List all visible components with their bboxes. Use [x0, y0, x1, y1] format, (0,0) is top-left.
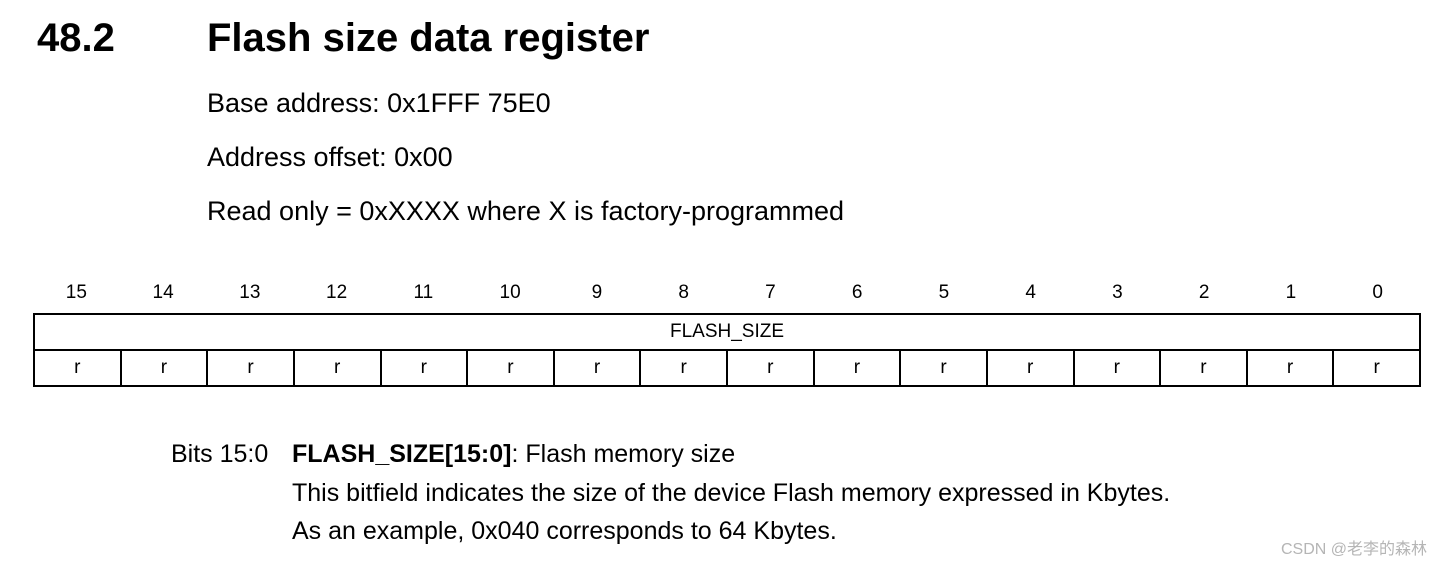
access-cell: r — [292, 349, 382, 387]
field-description-heading: FLASH_SIZE[15:0]: Flash memory size — [292, 438, 735, 470]
bit-number: 0 — [1372, 282, 1383, 303]
access-cell: r — [1159, 349, 1248, 387]
bit-number: 10 — [499, 282, 521, 303]
bit-number-row: 15 14 13 12 11 10 9 8 7 6 5 4 3 2 1 0 — [33, 281, 1421, 305]
field-description-line: This bitfield indicates the size of the … — [292, 479, 1171, 507]
field-description-name: FLASH_SIZE[15:0] — [292, 440, 512, 468]
access-cell: r — [899, 349, 988, 387]
watermark: CSDN @老李的森林 — [1280, 541, 1427, 558]
access-row: r r r r r r r r r r r r r r r r — [33, 349, 1421, 387]
access-cell: r — [379, 349, 469, 387]
access-cell: r — [119, 349, 209, 387]
address-offset: Address offset: 0x00 — [207, 142, 453, 172]
section-number: 48.2 — [37, 16, 115, 60]
bit-number: 14 — [152, 282, 174, 303]
bit-number: 12 — [326, 282, 348, 303]
field-name-cell: FLASH_SIZE — [33, 313, 1421, 351]
access-cell: r — [206, 349, 295, 387]
bit-number: 7 — [765, 282, 776, 303]
bit-number: 4 — [1025, 282, 1036, 303]
access-cell: r — [1245, 349, 1335, 387]
bits-range-label: Bits 15:0 — [171, 440, 269, 468]
bit-number: 15 — [65, 282, 87, 303]
field-name-row: FLASH_SIZE — [33, 313, 1421, 351]
access-cell: r — [1072, 349, 1162, 387]
access-cell: r — [812, 349, 902, 387]
reset-value: Read only = 0xXXXX where X is factory-pr… — [207, 196, 845, 226]
register-bitfield-table: FLASH_SIZE r r r r r r r r r r r r r r r… — [33, 313, 1421, 387]
bit-number: 5 — [938, 282, 950, 303]
bit-number: 13 — [239, 282, 261, 303]
bit-number: 2 — [1198, 282, 1210, 303]
access-cell: r — [552, 349, 642, 387]
field-description-example: As an example, 0x040 corresponds to 64 K… — [292, 517, 837, 545]
access-cell: r — [466, 349, 555, 387]
bit-number: 3 — [1112, 282, 1123, 303]
access-cell: r — [985, 349, 1075, 387]
access-cell: r — [726, 349, 815, 387]
bit-number: 9 — [591, 282, 603, 303]
bit-number: 11 — [413, 282, 434, 303]
base-address: Base address: 0x1FFF 75E0 — [207, 88, 551, 118]
access-cell: r — [639, 349, 728, 387]
section-title: Flash size data register — [207, 16, 650, 60]
bit-number: 8 — [678, 282, 689, 303]
field-description-summary: : Flash memory size — [511, 440, 736, 468]
bit-number: 1 — [1285, 282, 1297, 303]
access-cell: r — [33, 349, 122, 387]
access-cell: r — [1332, 349, 1421, 387]
bit-number: 6 — [851, 282, 863, 303]
